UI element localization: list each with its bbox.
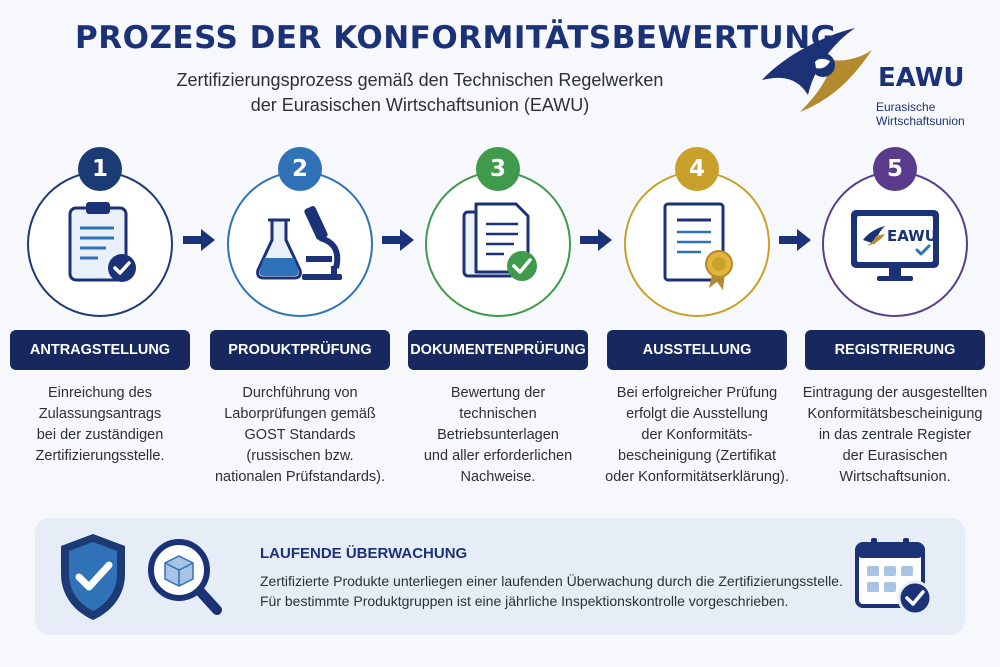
step-desc-line: technischen — [459, 406, 537, 422]
step-arrow-icon — [580, 229, 612, 251]
step-desc-line: Laborprüfungen gemäß — [224, 406, 376, 422]
step-label: REGISTRIERUNG — [805, 330, 985, 370]
step-desc-line: bescheinigung (Zertifikat — [618, 448, 776, 464]
process-step-4: 4 AUSSTELLUNG Bei erfolgreicher Prüfung … — [597, 147, 797, 487]
step-description: Eintragung der ausgestellten Konformität… — [791, 383, 999, 488]
subtitle-line-1: Zertifizierungsprozess gemäß den Technis… — [176, 70, 664, 90]
monitor-eawu-text: EAWU — [887, 227, 937, 245]
page-subtitle: Zertifizierungsprozess gemäß den Technis… — [130, 68, 710, 118]
step-desc-line: Eintragung der ausgestellten — [802, 385, 988, 401]
step-desc-line: oder Konformitätserklärung). — [605, 469, 789, 485]
logo-full-name: Eurasische Wirtschaftsunion — [876, 100, 986, 128]
logo-name-line-1: Eurasische — [876, 100, 936, 114]
step-desc-line: Einreichung des — [48, 385, 152, 401]
step-number-badge: 1 — [78, 147, 122, 191]
step-desc-line: Durchführung von — [242, 385, 358, 401]
step-desc-line: Betriebsunterlagen — [437, 427, 559, 443]
step-label: AUSSTELLUNG — [607, 330, 787, 370]
step-desc-line: Zertifizierungsstelle. — [35, 448, 165, 464]
step-desc-line: Wirtschaftsunion. — [839, 469, 951, 485]
step-desc-line: (russischen bzw. — [246, 448, 354, 464]
step-icon-circle — [624, 171, 770, 317]
step-desc-line: Konformitätsbescheinigung — [807, 406, 983, 422]
monitoring-text-line-1: Zertifizierte Produkte unterliegen einer… — [260, 573, 843, 589]
step-desc-line: nationalen Prüfstandards). — [214, 469, 386, 485]
step-desc-line: erfolgt die Ausstellung — [626, 406, 768, 422]
clipboard-check-icon — [68, 202, 136, 282]
process-step-5: 5 EAWU REGISTRIERUNG Eintragung der ausg… — [795, 147, 995, 487]
logo-name-line-2: Wirtschaftsunion — [876, 114, 965, 128]
step-desc-line: der Eurasischen — [842, 448, 948, 464]
step-desc-line: Nachweise. — [460, 469, 536, 485]
process-step-1: 1 ANTRAGSTELLUNG Einreichung des Zulassu… — [0, 147, 200, 487]
documents-check-icon — [462, 202, 537, 281]
shield-check-icon — [61, 534, 125, 620]
monitoring-title: LAUFENDE ÜBERWACHUNG — [260, 545, 468, 562]
step-desc-line: Bei erfolgreicher Prüfung — [616, 385, 778, 401]
step-icon-circle: EAWU — [822, 171, 968, 317]
lab-flask-microscope-icon — [256, 206, 342, 280]
logo-abbreviation: EAWU — [878, 63, 965, 93]
step-arrow-icon — [183, 229, 215, 251]
step-description: Bei erfolgreicher Prüfung erfolgt die Au… — [593, 383, 801, 488]
monitor-register-icon: EAWU — [851, 210, 939, 281]
step-desc-line: und aller erforderlichen — [423, 448, 573, 464]
calendar-check-icon — [855, 538, 933, 616]
eawu-logo: EAWU Eurasische Wirtschaftsunion — [760, 20, 990, 130]
step-desc-line: Bewertung der — [450, 385, 546, 401]
step-label: PRODUKTPRÜFUNG — [210, 330, 390, 370]
step-desc-line: der Konformitäts- — [641, 427, 753, 443]
step-desc-line: in das zentrale Register — [818, 427, 972, 443]
step-arrow-icon — [382, 229, 414, 251]
step-label: DOKUMENTENPRÜFUNG — [408, 330, 588, 370]
step-description: Durchführung von Laborprüfungen gemäß GO… — [196, 383, 404, 488]
page-title: PROZESS DER KONFORMITÄTSBEWERTUNG — [75, 20, 837, 56]
certificate-seal-icon — [663, 202, 733, 290]
step-description: Einreichung des Zulassungsantrags bei de… — [0, 383, 204, 467]
monitoring-panel: LAUFENDE ÜBERWACHUNG Zertifizierte Produ… — [35, 518, 965, 635]
step-icon-circle — [425, 171, 571, 317]
step-number-badge: 5 — [873, 147, 917, 191]
step-number-badge: 3 — [476, 147, 520, 191]
step-number-badge: 4 — [675, 147, 719, 191]
process-step-3: 3 DOKUMENTENPRÜFUNG Bewertung der techni… — [398, 147, 598, 487]
step-arrow-icon — [779, 229, 811, 251]
step-label: ANTRAGSTELLUNG — [10, 330, 190, 370]
step-desc-line: Zulassungsantrags — [38, 406, 162, 422]
magnifier-box-icon — [148, 539, 222, 615]
step-icon-circle — [227, 171, 373, 317]
step-desc-line: GOST Standards — [244, 427, 356, 443]
monitoring-text-line-2: Für bestimmte Produktgruppen ist eine jä… — [260, 593, 789, 609]
subtitle-line-2: der Eurasischen Wirtschaftsunion (EAWU) — [250, 95, 590, 115]
step-desc-line: bei der zuständigen — [36, 427, 164, 443]
step-number-badge: 2 — [278, 147, 322, 191]
step-icon-circle — [27, 171, 173, 317]
step-description: Bewertung der technischen Betriebsunterl… — [394, 383, 602, 488]
process-step-2: 2 PRODUKTPRÜFUNG Durchführung von Laborp… — [200, 147, 400, 487]
eawu-emblem-icon — [762, 28, 872, 112]
monitoring-text: Zertifizierte Produkte unterliegen einer… — [260, 571, 860, 611]
